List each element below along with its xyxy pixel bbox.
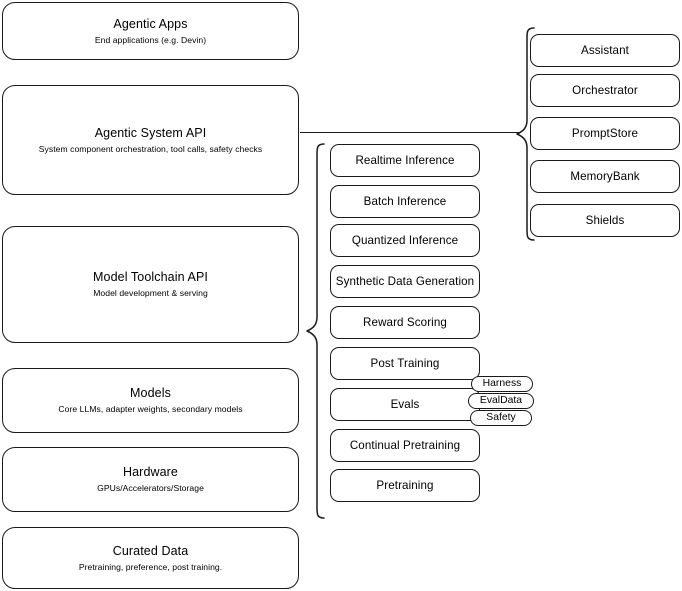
toolchain-item-pretraining[interactable]: Pretraining: [330, 469, 480, 502]
toolchain-item-label: Realtime Inference: [355, 153, 455, 167]
toolchain-item-synthetic-data-generation[interactable]: Synthetic Data Generation: [330, 265, 480, 298]
agentic-item-assistant[interactable]: Assistant: [530, 34, 680, 67]
evals-tag-harness[interactable]: Harness: [471, 376, 533, 392]
brace-agentic-column: [516, 27, 535, 241]
evals-tag-safety[interactable]: Safety: [470, 410, 532, 426]
toolchain-item-label: Reward Scoring: [363, 315, 447, 329]
layer-title: Model Toolchain API: [93, 270, 208, 284]
toolchain-item-label: Evals: [390, 397, 420, 411]
toolchain-item-reward-scoring[interactable]: Reward Scoring: [330, 306, 480, 339]
toolchain-item-post-training[interactable]: Post Training: [330, 347, 480, 380]
layer-card-agentic-system-api[interactable]: Agentic System API System component orch…: [2, 85, 299, 195]
agentic-item-label: PromptStore: [571, 126, 639, 140]
toolchain-item-batch-inference[interactable]: Batch Inference: [330, 185, 480, 218]
layer-card-models[interactable]: Models Core LLMs, adapter weights, secon…: [2, 368, 299, 433]
layer-subtitle: GPUs/Accelerators/Storage: [97, 483, 204, 493]
evals-tag-label: Harness: [482, 378, 522, 389]
toolchain-item-label: Batch Inference: [363, 194, 447, 208]
agentic-item-orchestrator[interactable]: Orchestrator: [530, 74, 680, 107]
toolchain-item-label: Continual Pretraining: [349, 438, 461, 452]
toolchain-item-evals[interactable]: Evals: [330, 388, 480, 421]
agentic-item-shields[interactable]: Shields: [530, 204, 680, 237]
agentic-item-label: MemoryBank: [570, 169, 640, 183]
layer-card-curated-data[interactable]: Curated Data Pretraining, preference, po…: [2, 527, 299, 589]
agentic-item-label: Orchestrator: [572, 83, 638, 97]
toolchain-item-label: Post Training: [370, 356, 440, 370]
evals-tag-label: EvalData: [479, 395, 523, 406]
evals-tag-evaldata[interactable]: EvalData: [468, 393, 534, 409]
toolchain-item-realtime-inference[interactable]: Realtime Inference: [330, 144, 480, 177]
brace-toolchain-column: [306, 143, 325, 519]
layer-subtitle: Model development & serving: [93, 288, 208, 298]
layer-title: Agentic System API: [94, 125, 207, 140]
toolchain-item-label: Quantized Inference: [351, 233, 459, 247]
layer-card-model-toolchain-api[interactable]: Model Toolchain API Model development & …: [2, 226, 299, 343]
agentic-item-label: Assistant: [581, 43, 629, 57]
toolchain-item-label: Pretraining: [376, 478, 434, 492]
layer-title: Agentic Apps: [113, 16, 188, 31]
toolchain-item-label: Synthetic Data Generation: [335, 274, 475, 288]
layer-subtitle: System component orchestration, tool cal…: [38, 143, 263, 154]
connector-agentic-system-api-to-agentic-column: [300, 132, 520, 134]
layer-title: Models: [130, 386, 171, 400]
agentic-item-label: Shields: [585, 213, 625, 227]
layer-subtitle: Core LLMs, adapter weights, secondary mo…: [58, 404, 243, 414]
evals-tag-label: Safety: [486, 412, 516, 423]
agentic-item-memorybank[interactable]: MemoryBank: [530, 160, 680, 193]
layer-title: Hardware: [123, 465, 178, 479]
agentic-item-promptstore[interactable]: PromptStore: [530, 117, 680, 150]
layer-subtitle: Pretraining, preference, post training.: [78, 561, 223, 572]
layer-subtitle: End applications (e.g. Devin): [94, 34, 207, 45]
toolchain-item-continual-pretraining[interactable]: Continual Pretraining: [330, 429, 480, 462]
layer-card-agentic-apps[interactable]: Agentic Apps End applications (e.g. Devi…: [2, 2, 299, 60]
layer-card-hardware[interactable]: Hardware GPUs/Accelerators/Storage: [2, 447, 299, 512]
layer-title: Curated Data: [112, 543, 189, 558]
toolchain-item-quantized-inference[interactable]: Quantized Inference: [330, 224, 480, 257]
